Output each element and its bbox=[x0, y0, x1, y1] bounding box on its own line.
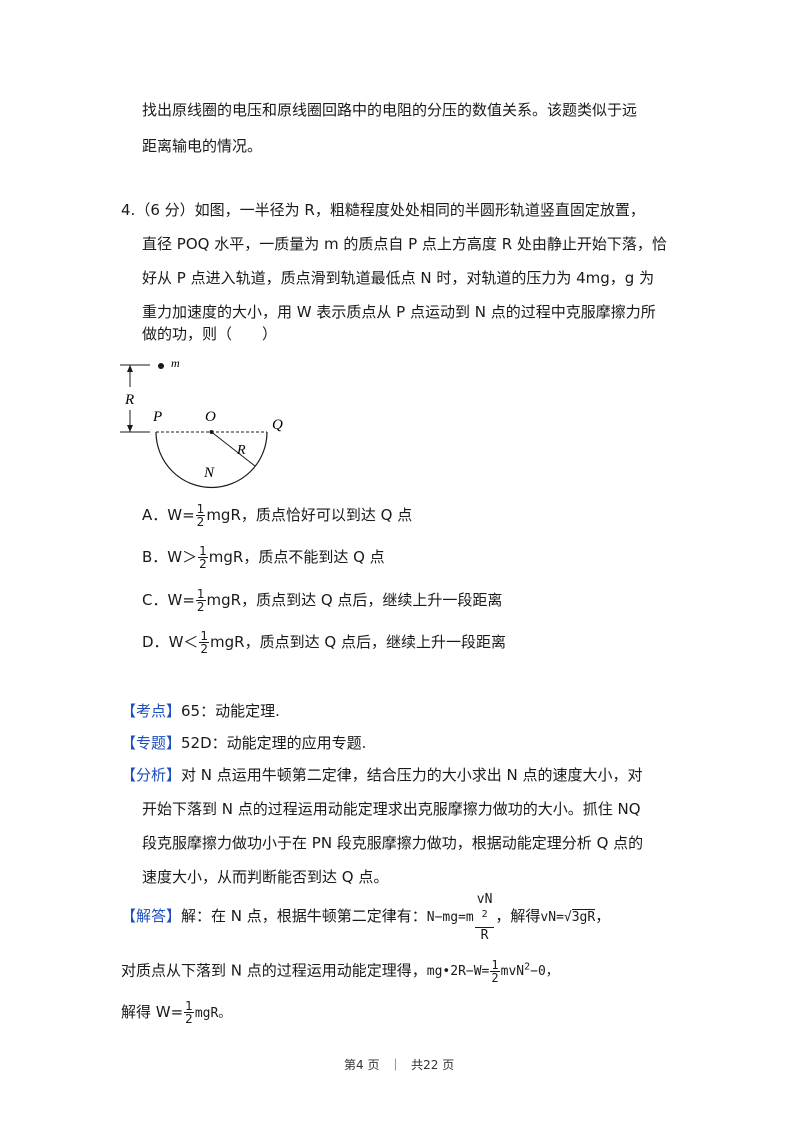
radicand: 3gR bbox=[571, 909, 596, 925]
semicircle-track bbox=[155, 431, 268, 489]
numerator: 1 bbox=[195, 502, 206, 516]
kaodian-text: 65：动能定理. bbox=[181, 702, 280, 720]
option-letter: C． bbox=[142, 591, 168, 609]
footer-separator: ｜ bbox=[389, 1058, 402, 1072]
option-text: mgR，质点到达 Q 点后，继续上升一段距离 bbox=[210, 633, 506, 651]
page-footer: 第4 页 ｜ 共22 页 bbox=[344, 1056, 454, 1073]
fenxi-line-2: 开始下落到 N 点的过程运用动能定理求出克服摩擦力做功的大小。抓住 NQ bbox=[142, 800, 641, 818]
option-prefix: W= bbox=[167, 506, 195, 524]
arrow-head-down bbox=[127, 425, 133, 432]
zhuanti-line: 【专题】52D：动能定理的应用专题. bbox=[121, 732, 366, 754]
semicircle-track-figure: R m P O Q R N bbox=[120, 356, 283, 489]
kinetic-term: mvN bbox=[500, 964, 525, 980]
height-label: R bbox=[124, 392, 134, 408]
kaodian-line: 【考点】65：动能定理. bbox=[121, 700, 280, 722]
option-prefix: W＞ bbox=[167, 548, 198, 566]
numerator: 1 bbox=[199, 629, 210, 643]
equation-left: N−mg=m bbox=[426, 910, 474, 925]
arrow-head-up bbox=[127, 365, 133, 372]
equation-left: mg•2R−W= bbox=[426, 964, 490, 980]
point-o-label: O bbox=[205, 409, 216, 425]
point-n-label: N bbox=[203, 465, 215, 481]
denominator: 2 bbox=[200, 642, 209, 656]
option-text: mgR，质点恰好可以到达 Q 点 bbox=[206, 506, 413, 524]
radius-line bbox=[211, 431, 256, 467]
equation-tail: −0， bbox=[530, 964, 559, 980]
denominator: R bbox=[480, 927, 489, 943]
velocity-symbol: vN bbox=[476, 892, 493, 908]
mass-label: m bbox=[171, 356, 180, 370]
denominator: 2 bbox=[199, 557, 207, 571]
question-line-4: 重力加速度的大小，用 W 表示质点从 P 点运动到 N 点的过程中克服摩擦力所 bbox=[142, 303, 656, 321]
velocity-equals: vN= bbox=[540, 910, 564, 925]
question-text-1: 如图，一半径为 R，粗糙程度处处相同的半圆形轨道竖直固定放置， bbox=[194, 201, 645, 219]
question-number: 4. bbox=[121, 201, 136, 219]
zhuanti-text: 52D：动能定理的应用专题. bbox=[181, 734, 367, 752]
exponent: 2 bbox=[481, 909, 488, 921]
point-p-label: P bbox=[152, 409, 162, 425]
radius-label: R bbox=[236, 443, 246, 458]
exponent: 2 bbox=[524, 962, 531, 973]
question-line-1: 4.（6 分）如图，一半径为 R，粗糙程度处处相同的半圆形轨道竖直固定放置， bbox=[121, 199, 645, 221]
mass-point bbox=[158, 363, 164, 369]
option-prefix: W＜ bbox=[168, 633, 199, 651]
velocity-result: vN=√3gR bbox=[540, 909, 596, 925]
work-result: mgR。 bbox=[194, 1006, 232, 1021]
denominator: 2 bbox=[196, 515, 205, 529]
denominator: 2 bbox=[491, 971, 499, 986]
comma: ， bbox=[595, 907, 611, 925]
denominator: 2 bbox=[185, 1012, 193, 1026]
numerator: 1 bbox=[195, 587, 206, 601]
option-text: mgR，质点不能到达 Q 点 bbox=[208, 548, 385, 566]
fenxi-line-4: 速度大小，从而判断能否到达 Q 点。 bbox=[142, 868, 389, 886]
fenxi-text-1: 对 N 点运用牛顿第二定律，结合压力的大小求出 N 点的速度大小，对 bbox=[181, 766, 643, 784]
solution-text-3: 解得 W= bbox=[121, 1003, 184, 1021]
kaodian-tag: 【考点】 bbox=[121, 702, 182, 720]
question-line-5: 做的功，则（ ） bbox=[142, 325, 278, 343]
point-q-label: Q bbox=[272, 417, 283, 433]
fenxi-line-3: 段克服摩擦力做功小于在 PN 段克服摩擦力做功，根据动能定理分析 Q 点的 bbox=[142, 834, 644, 852]
solution-text-2: 对质点从下落到 N 点的过程运用动能定理得， bbox=[121, 961, 427, 980]
zhuanti-tag: 【专题】 bbox=[121, 734, 182, 752]
option-letter: A． bbox=[142, 506, 168, 524]
option-text: mgR，质点到达 Q 点后，继续上升一段距离 bbox=[206, 591, 503, 609]
denominator: 2 bbox=[196, 600, 205, 614]
numerator: 1 bbox=[490, 958, 500, 973]
numerator: 1 bbox=[184, 999, 194, 1013]
intro-line-2: 距离输电的情况。 bbox=[142, 137, 263, 155]
option-letter: B． bbox=[142, 548, 168, 566]
solution-tag: 【解答】 bbox=[121, 907, 182, 925]
page-number: 第4 页 bbox=[344, 1058, 380, 1072]
solution-text-1: 解：在 N 点，根据牛顿第二定律有： bbox=[181, 907, 427, 925]
question-line-3: 好从 P 点进入轨道，质点滑到轨道最低点 N 时，对轨道的压力为 4mg，g 为 bbox=[142, 269, 655, 287]
total-pages: 共22 页 bbox=[411, 1058, 455, 1072]
fenxi-tag: 【分析】 bbox=[121, 766, 182, 784]
option-prefix: W= bbox=[167, 591, 195, 609]
fenxi-line-1: 【分析】对 N 点运用牛顿第二定律，结合压力的大小求出 N 点的速度大小，对 bbox=[121, 764, 643, 786]
option-letter: D． bbox=[142, 633, 169, 651]
solution-mid: ，解得 bbox=[495, 907, 541, 925]
intro-line-1: 找出原线圈的电压和原线圈回路中的电阻的分压的数值关系。该题类似于远 bbox=[142, 101, 638, 119]
numerator: 1 bbox=[198, 544, 208, 558]
question-line-2: 直径 POQ 水平，一质量为 m 的质点自 P 点上方高度 R 处由静止开始下落… bbox=[142, 235, 667, 253]
question-score: （6 分） bbox=[135, 201, 195, 219]
